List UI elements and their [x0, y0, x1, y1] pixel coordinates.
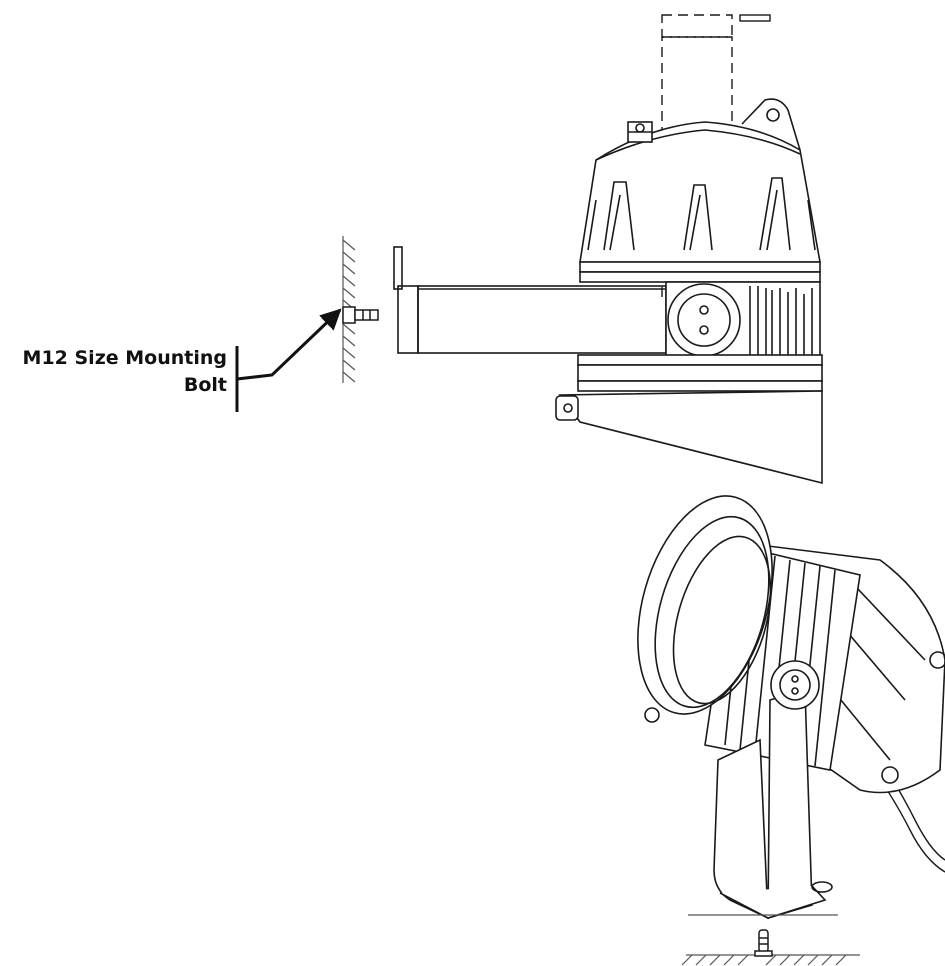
floor-mounting-bolt [754, 929, 773, 957]
bottom-fixture [637, 495, 945, 920]
wall-mounting-bolt [342, 306, 379, 324]
callout-leader [235, 308, 342, 412]
callout-label-line1: M12 Size Mounting [22, 347, 227, 369]
callout-label-line2: Bolt [183, 374, 227, 396]
callout-label: M12 Size Mounting Bolt [23, 345, 227, 399]
floor-hatch [681, 914, 860, 966]
top-fixture [393, 14, 823, 485]
